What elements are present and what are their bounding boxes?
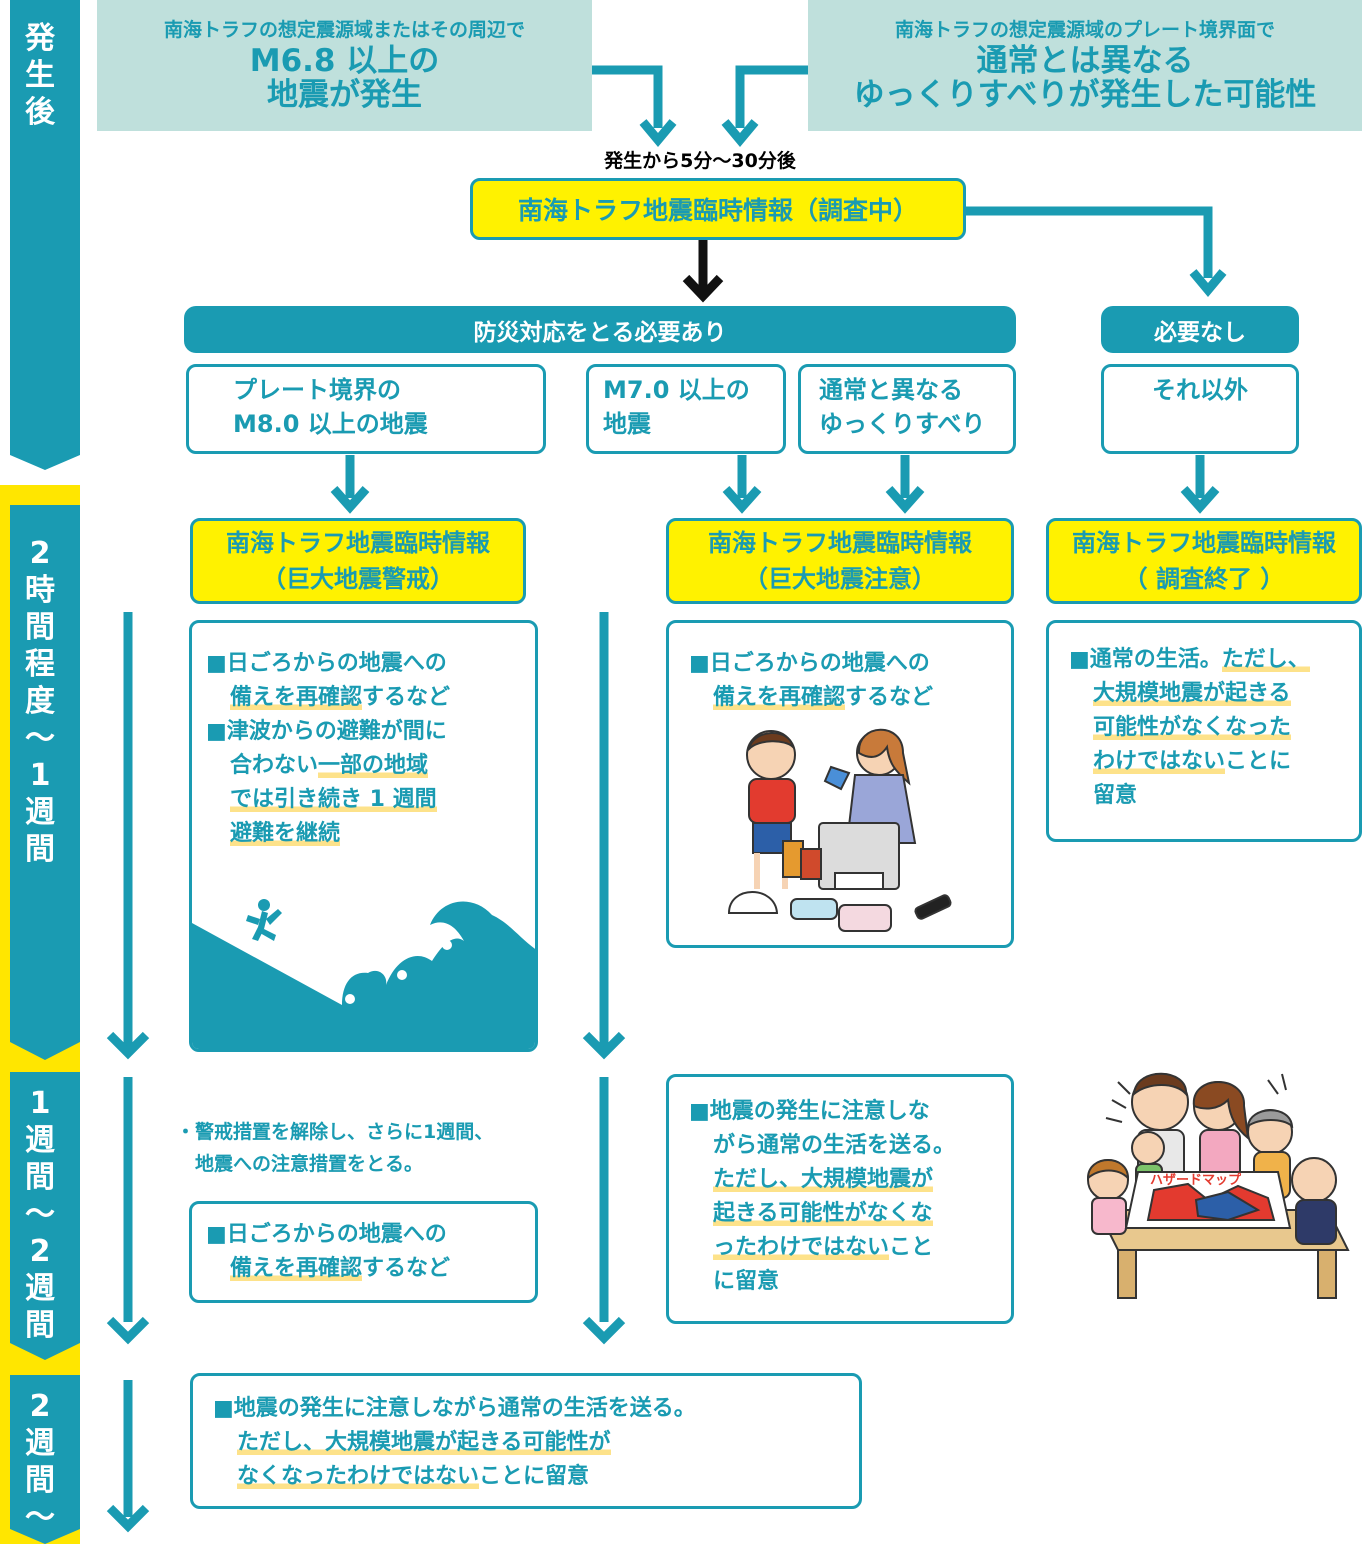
ended-line-5: 留意 [1093,783,1138,808]
warning-line-4b: 一部の地域 [318,753,429,778]
week2-warning-box: ■日ごろからの地震への 備えを再確認するなど [189,1201,538,1303]
emergency-supplies-illustration [727,728,952,932]
ended-line-3: 可能性がなくなった [1093,715,1292,740]
info-caution: 南海トラフ地震臨時情報 （巨大地震注意） [666,518,1014,604]
week2c-line-5b: こと [889,1235,934,1260]
trigger-earthquake-sub: 南海トラフの想定震源域またはその周辺で [163,19,525,41]
week2c-line-5a: ったわけではない [713,1235,890,1260]
warning-line-6: 避難を継続 [230,821,341,846]
case-m8-box: プレート境界の M8.0 以上の地震 [186,364,546,454]
info-warning: 南海トラフ地震臨時情報 （巨大地震警戒） [190,518,526,604]
warning-line-3: ■津波からの避難が間に [206,719,447,744]
final-line-3a: なくなったわけではない [237,1464,480,1489]
final-measures-box: ■地震の発生に注意しながら通常の生活を送る。 ただし、大規模地震が起きる可能性が… [190,1373,862,1509]
timeline-phase-1w-2w: 1 週 間 〜 2 週 間 [25,1086,55,1343]
warning-measures-box: ■日ごろからの地震への 備えを再確認するなど ■津波からの避難が間に 合わない一… [189,620,538,1052]
ended-line-2: 大規模地震が起きる [1093,681,1291,706]
tsunami-illustration [192,899,535,1049]
trigger-earthquake-main: M6.8 以上の 地震が発生 [249,43,440,113]
caution-measures-box: ■日ごろからの地震への 備えを再確認するなど [666,620,1014,948]
timeline-phase-after: 発 生 後 [25,21,55,130]
trigger-earthquake-box: 南海トラフの想定震源域またはその周辺で M6.8 以上の 地震が発生 [97,0,592,131]
hazard-map-label: ハザードマップ [1150,1173,1242,1188]
action-needed-bar: 防災対応をとる必要あり [184,306,1016,353]
ended-line-4a: わけではない [1093,749,1226,774]
timing-label: 発生から5分〜30分後 [604,150,796,172]
case-slow-slip-box: 通常と異なる ゆっくりすべり [798,364,1016,454]
warning-line-1: ■日ごろからの地震への [206,651,447,676]
ended-line-4b: ことに [1225,749,1292,774]
info-ended: 南海トラフ地震臨時情報 （ 調査終了 ） [1046,518,1362,604]
warning-line-4a: 合わない [230,753,319,778]
week2-line-2b: するなど [362,1256,451,1281]
warning-line-2a: 備えを再確認 [230,685,363,710]
caution-line-2b: するなど [845,685,934,710]
case-m7-box: M7.0 以上の 地震 [586,364,786,454]
week2-line-1: ■日ごろからの地震への [206,1222,447,1247]
week2c-line-2: がら通常の生活を送る。 [713,1133,956,1158]
week2c-line-6: に留意 [713,1269,780,1294]
info-investigating: 南海トラフ地震臨時情報（調査中） [470,178,966,240]
week2c-line-3: ただし、大規模地震が [713,1167,934,1192]
warning-line-5: では引き続き 1 週間 [230,787,437,812]
timeline-phase-2w: 2 週 間 〜 [25,1389,55,1535]
warning-line-2b: するなど [362,685,451,710]
week2-line-2a: 備えを再確認 [230,1256,363,1281]
caution-line-2a: 備えを再確認 [713,685,846,710]
final-line-3b: ことに留意 [479,1464,590,1489]
week2c-line-4: 起きる可能性がなくな [713,1201,933,1226]
trigger-slow-slip-main: 通常とは異なる ゆっくりすべりが発生した可能性 [853,43,1317,113]
case-other-box: それ以外 [1101,364,1299,454]
timeline-phase-2h-1w: 2 時 間 程 度 〜 1 週 間 [25,536,55,867]
ended-line-1b: ただし、 [1221,647,1310,672]
trigger-slow-slip-sub: 南海トラフの想定震源域のプレート境界面で [894,19,1275,41]
final-line-1: ■地震の発生に注意しながら通常の生活を送る。 [213,1396,696,1421]
ended-line-1a: ■通常の生活。 [1069,647,1222,672]
final-line-2: ただし、大規模地震が起きる可能性が [237,1430,611,1455]
not-needed-bar: 必要なし [1101,306,1299,353]
week2c-line-1: ■地震の発生に注意しな [689,1099,930,1124]
caution-line-1: ■日ごろからの地震への [689,651,930,676]
week2-caution-box: ■地震の発生に注意しな がら通常の生活を送る。 ただし、大規模地震が 起きる可能… [666,1074,1014,1324]
warning-lifted-note: ・警戒措置を解除し、さらに1週間、 地震への注意措置をとる。 [176,1121,494,1175]
family-hazard-map-illustration: ハザードマップ [1086,1072,1350,1299]
trigger-slow-slip-box: 南海トラフの想定震源域のプレート境界面で 通常とは異なる ゆっくりすべりが発生し… [808,0,1362,131]
ended-measures-box: ■通常の生活。ただし、 大規模地震が起きる 可能性がなくなった わけではないこと… [1046,620,1362,842]
